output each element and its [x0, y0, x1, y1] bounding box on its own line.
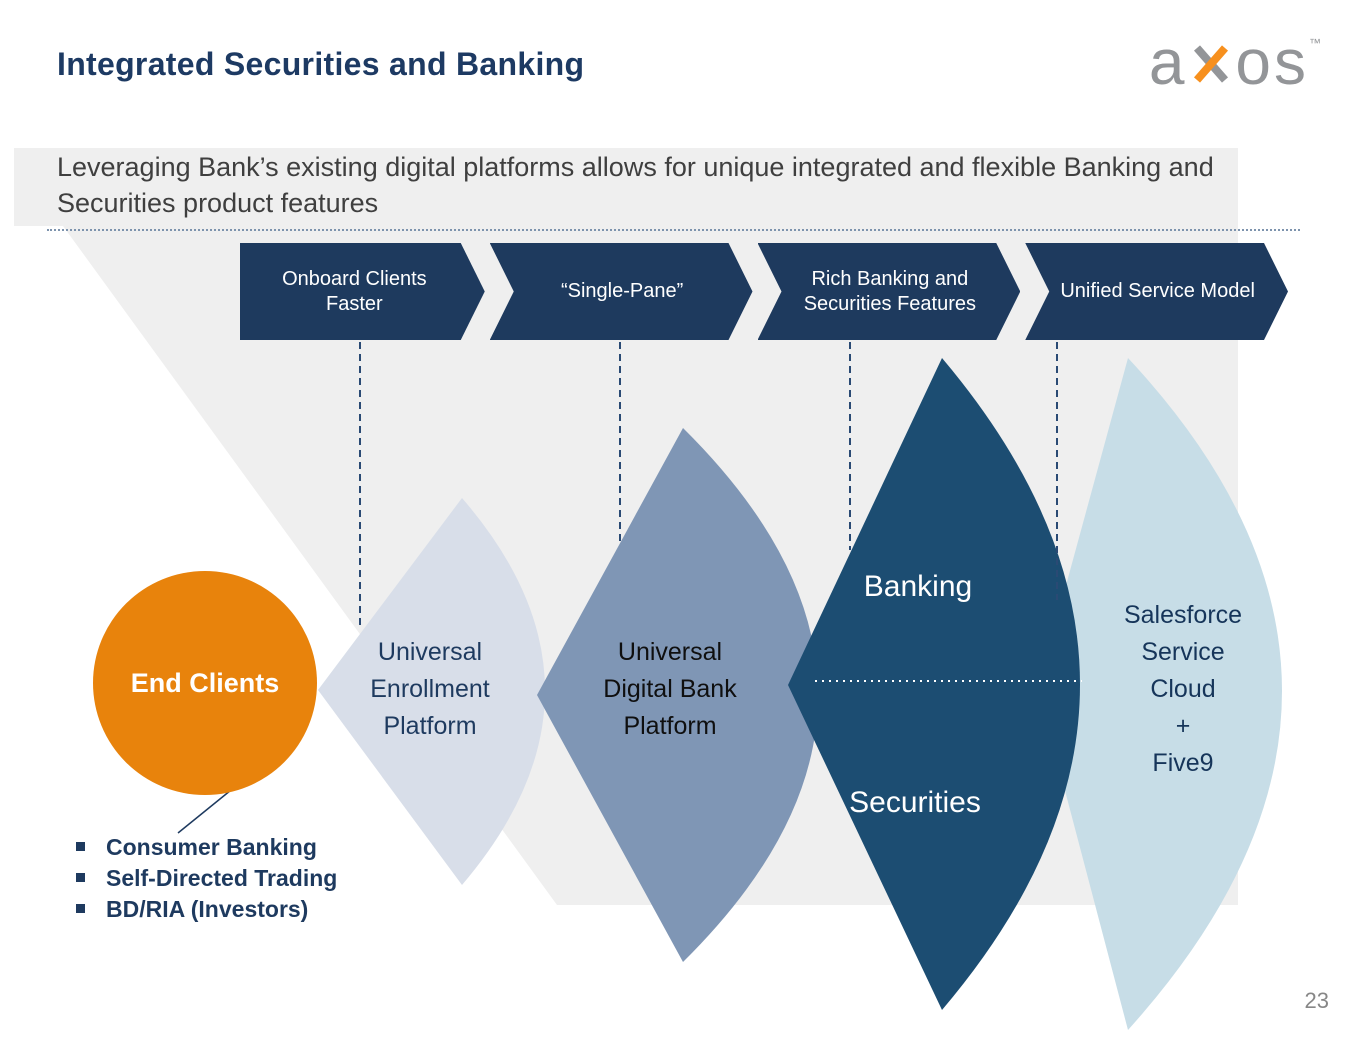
page-title: Integrated Securities and Banking — [57, 46, 585, 82]
end-clients-circle: End Clients — [93, 571, 317, 795]
page-number: 23 — [1304, 988, 1329, 1013]
logo-letters-os: os — [1235, 26, 1309, 98]
text-line: Platform — [383, 712, 477, 740]
wedge-universal-enrollment — [318, 498, 545, 885]
wedge-banking-securities — [788, 358, 1080, 1010]
axos-logo: a os ™ — [1149, 30, 1321, 94]
end-clients-label: End Clients — [130, 667, 280, 698]
axos-x-icon — [1194, 45, 1229, 83]
text-line: Universal — [617, 638, 723, 666]
process-arrow-row: Onboard Clients Faster “Single-Pane” Ric… — [240, 243, 1288, 340]
wedge-salesforce-five9 — [1038, 358, 1282, 1030]
process-arrow-single-pane: “Single-Pane” — [490, 243, 753, 340]
process-arrow-onboard-clients: Onboard Clients Faster — [240, 243, 485, 340]
logo-letter-a: a — [1148, 26, 1188, 98]
process-arrow-rich-features: Rich Banking and Securities Features — [758, 243, 1021, 340]
text-line: Self-Directed Trading — [70, 863, 337, 894]
text-line: Consumer Banking — [70, 832, 337, 863]
text-line: Enrollment — [370, 675, 490, 703]
text-line: Service — [1141, 638, 1225, 666]
text-line: BD/RIA (Investors) — [70, 894, 337, 925]
dashed-divider — [47, 229, 1300, 231]
label-banking: Banking — [863, 570, 973, 603]
label-securities: Securities — [849, 786, 981, 819]
wedge-universal-digital-bank — [537, 428, 818, 962]
process-arrow-unified-service: Unified Service Model — [1025, 243, 1288, 340]
subtitle: Leveraging Bank’s existing digital platf… — [57, 152, 1214, 218]
text-line: Platform — [623, 712, 717, 740]
text-line: Salesforce — [1123, 601, 1243, 629]
text-line: Cloud — [1150, 675, 1216, 703]
text-line: Digital Bank — [603, 675, 737, 703]
text-line: + — [1175, 712, 1191, 740]
text-line: Five9 — [1152, 749, 1214, 777]
trademark-symbol: ™ — [1309, 36, 1321, 50]
text-line: Universal — [377, 638, 483, 666]
circle-to-bullets-line — [177, 785, 237, 834]
